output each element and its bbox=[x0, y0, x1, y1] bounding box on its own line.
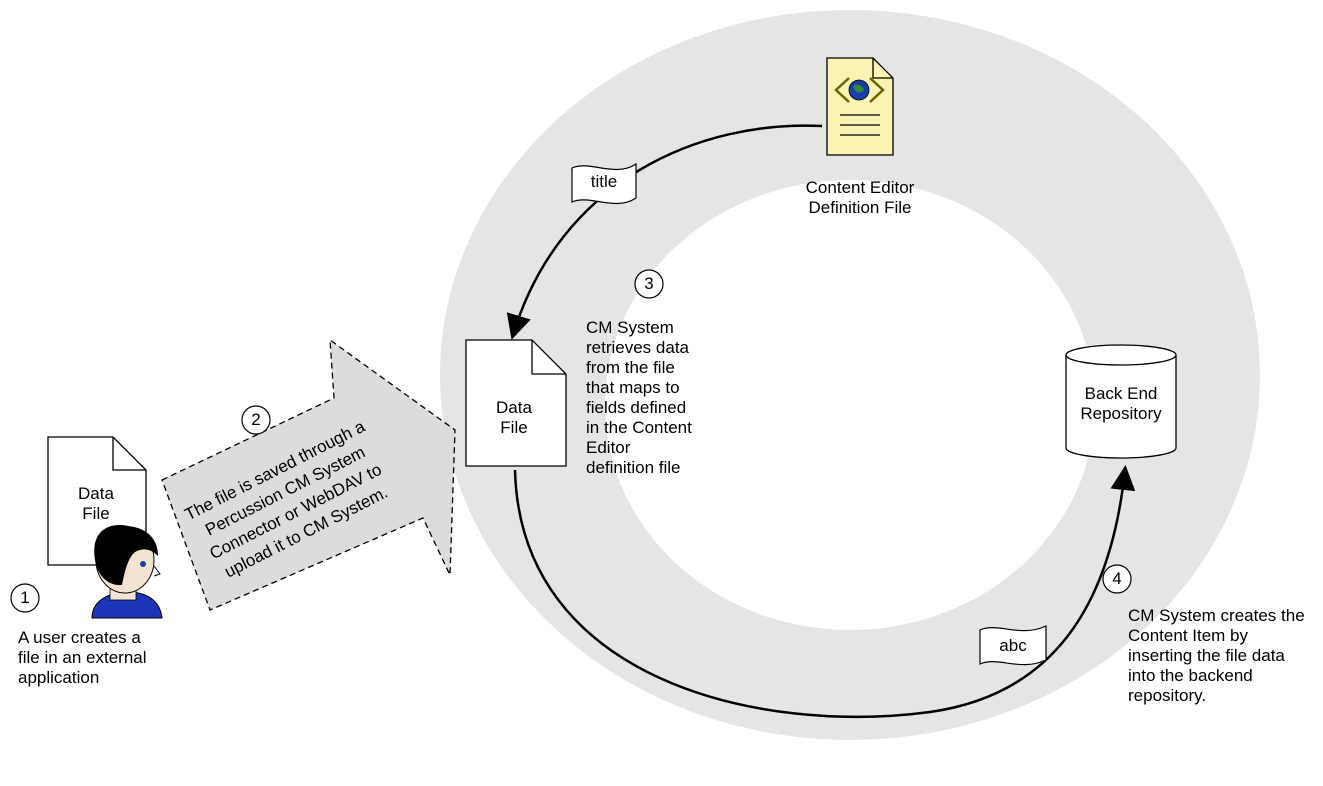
title-flag-label: title bbox=[590, 172, 618, 191]
caption-line: from the file bbox=[586, 358, 675, 377]
caption-line: repository. bbox=[1128, 686, 1207, 705]
user-icon bbox=[91, 525, 163, 619]
step-4-circle bbox=[1102, 564, 1132, 594]
caption-line: CM System creates the bbox=[1128, 606, 1305, 625]
user-data-file-label: Data File bbox=[58, 484, 134, 524]
label-line: Content Editor bbox=[805, 178, 915, 197]
caption-line: application bbox=[18, 668, 100, 687]
caption-line: CM System bbox=[586, 318, 674, 337]
step-1-caption: A user creates a file in an external app… bbox=[18, 628, 147, 688]
data-file-icon bbox=[465, 339, 567, 467]
caption-line: Editor bbox=[586, 438, 631, 457]
caption-line: inserting the file data bbox=[1128, 646, 1285, 665]
label-line: Back End bbox=[1084, 384, 1158, 403]
step-2-circle bbox=[241, 405, 271, 435]
step-2-number: 2 bbox=[251, 410, 261, 429]
content-editor-label: Content Editor Definition File bbox=[770, 178, 950, 218]
arc-bottom-arrow bbox=[513, 465, 1136, 719]
caption-line: definition file bbox=[586, 458, 681, 477]
repository-label: Back End Repository bbox=[1066, 384, 1176, 424]
xml-document-icon bbox=[826, 57, 894, 156]
step-3-caption: CM System retrieves data from the file t… bbox=[586, 318, 692, 478]
title-flag-icon bbox=[571, 162, 637, 205]
label-line: File bbox=[82, 504, 110, 523]
step-3-circle bbox=[634, 269, 664, 299]
data-file-label: Data File bbox=[476, 398, 552, 438]
label-line: Repository bbox=[1080, 404, 1162, 423]
step-1-circle bbox=[10, 583, 40, 613]
label-line: Data bbox=[496, 398, 532, 417]
caption-line: fields defined bbox=[586, 398, 687, 417]
caption-line: Content Item by bbox=[1128, 626, 1249, 645]
process-ring bbox=[440, 10, 1260, 740]
abc-flag-icon bbox=[979, 625, 1047, 666]
caption-line: into the backend bbox=[1128, 666, 1253, 685]
step-4-number: 4 bbox=[1112, 569, 1122, 588]
upload-block-arrow bbox=[161, 338, 456, 611]
caption-line: retrieves data bbox=[586, 338, 689, 357]
abc-flag-label: abc bbox=[999, 636, 1027, 655]
label-line: Data bbox=[78, 484, 114, 503]
database-icon bbox=[1065, 344, 1177, 459]
step-3-number: 3 bbox=[644, 274, 654, 293]
caption-line: file in an external bbox=[18, 648, 147, 667]
label-line: File bbox=[500, 418, 528, 437]
step-4-caption: CM System creates the Content Item by in… bbox=[1128, 606, 1305, 706]
caption-line: in the Content bbox=[586, 418, 692, 437]
caption-line: A user creates a bbox=[18, 628, 141, 647]
arc-top-arrow bbox=[506, 124, 823, 340]
caption-line: that maps to bbox=[586, 378, 680, 397]
label-line: Definition File bbox=[808, 198, 912, 217]
step-1-number: 1 bbox=[20, 588, 30, 607]
